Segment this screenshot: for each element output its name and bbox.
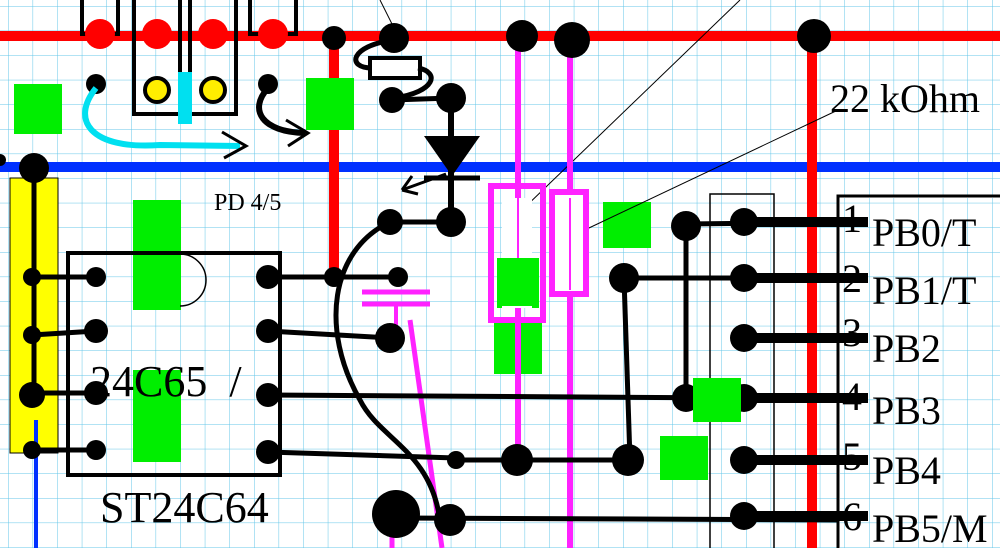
port-pin-labels: 1 PB0/T 2 PB1/T 3 PB2 4 PB3 5 PB4 6 PB5/… xyxy=(842,196,988,548)
port-header xyxy=(709,193,775,548)
rail-pad-4 xyxy=(797,19,831,53)
pd-label: PD 4/5 xyxy=(214,190,281,216)
diode-arrow xyxy=(400,172,447,196)
resistor-1 xyxy=(488,183,546,323)
pad-over-pin4 xyxy=(693,378,741,422)
top-connector-dots xyxy=(85,19,288,104)
pin-name: PB2 xyxy=(872,326,941,371)
leader-line-2 xyxy=(571,109,839,237)
leader-line-1 xyxy=(519,0,741,213)
eeprom-alt-label: ST24C64 xyxy=(100,483,269,532)
eeprom-label: 24C65 / xyxy=(90,357,242,406)
leader-line-3 xyxy=(379,0,393,25)
pin-number: 5 xyxy=(842,434,862,479)
small-resistor xyxy=(368,56,422,80)
pin-name: PB1/T xyxy=(872,268,976,313)
black-arrow-head xyxy=(285,118,311,148)
rail-pad-1 xyxy=(506,20,538,52)
cyan-jumper-bar xyxy=(178,72,192,124)
rail-pad-2 xyxy=(554,22,590,58)
pad-near-pin5 xyxy=(660,436,708,480)
pin-number: 3 xyxy=(842,310,862,355)
microcontroller-grid xyxy=(840,198,1000,548)
pin-name: PB5/M xyxy=(872,506,988,548)
rail-pad-3 xyxy=(322,26,346,50)
pin-number: 2 xyxy=(842,256,862,301)
resistor-1-pad xyxy=(497,258,539,306)
diode-symbol xyxy=(424,136,480,176)
cyan-arrow-head xyxy=(221,130,250,160)
eeprom-notch xyxy=(179,253,207,307)
pin-number: 6 xyxy=(842,494,862,539)
cyan-jumper-wire xyxy=(82,86,241,149)
pin-number: 1 xyxy=(842,196,862,241)
chip-right-pads xyxy=(256,211,701,538)
port-pin-stubs-inner xyxy=(838,217,868,521)
pin-name: PB3 xyxy=(872,388,941,433)
pin-name: PB4 xyxy=(872,448,941,493)
small-resistor-pad-top xyxy=(379,23,409,53)
resistor-value-label: 22 kOhm xyxy=(830,76,980,121)
pads-link xyxy=(391,95,452,103)
yellow-strip-pads xyxy=(0,153,108,460)
black-jumper-wire xyxy=(256,85,306,136)
pin-number: 4 xyxy=(842,374,862,419)
pin-name: PB0/T xyxy=(872,210,976,255)
eeprom-chip xyxy=(66,251,282,477)
